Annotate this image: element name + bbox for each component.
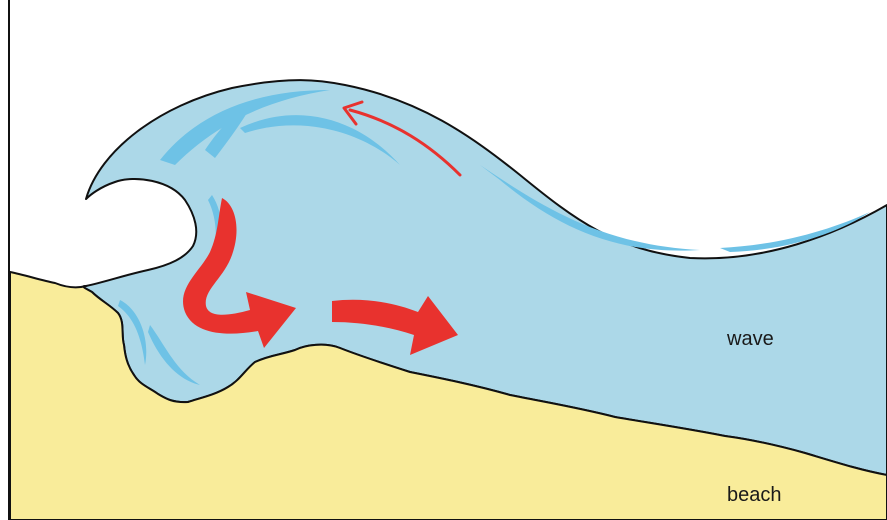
wave-label: wave [726,328,774,350]
beach-label: beach [727,484,782,506]
